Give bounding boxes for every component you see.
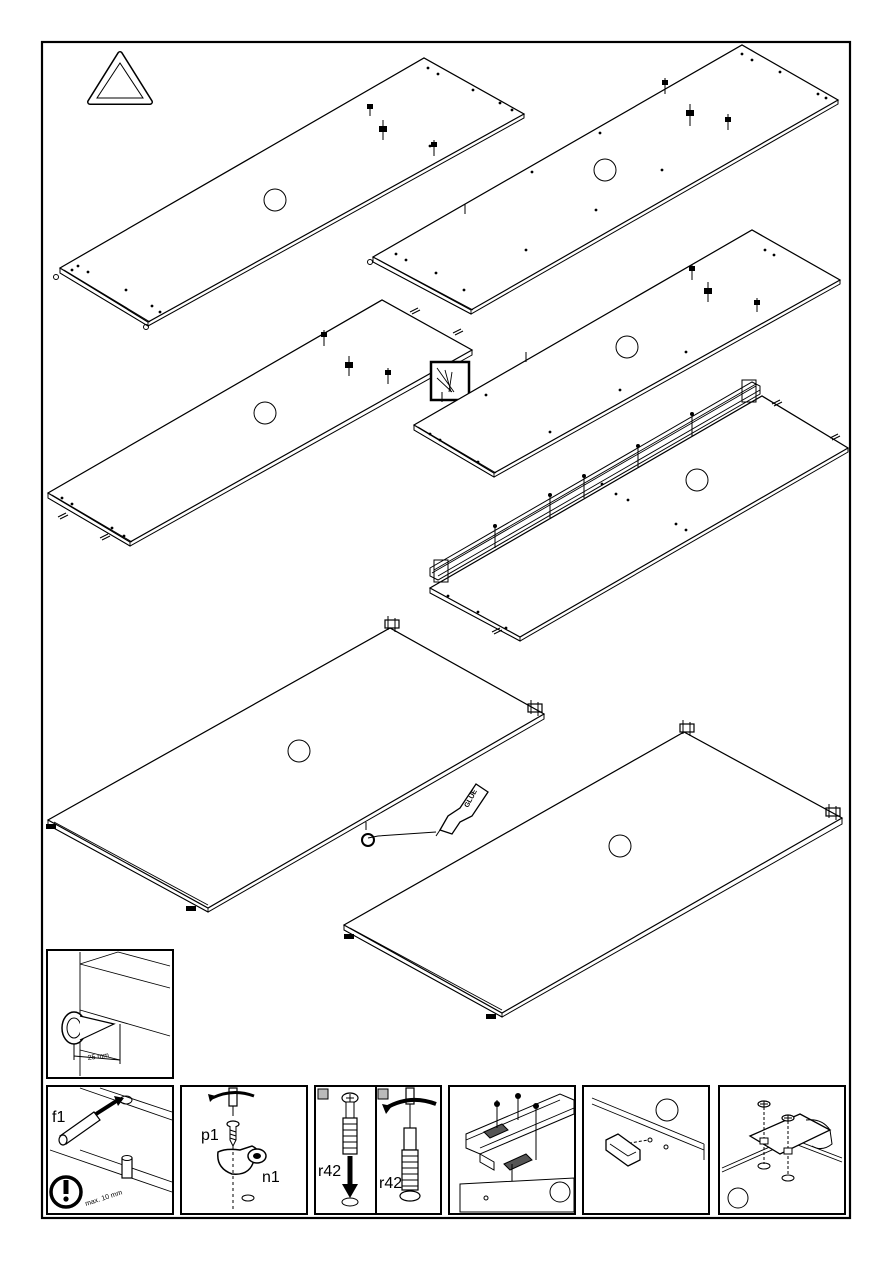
bolt-part-label-repeat: r42	[379, 1175, 402, 1192]
glue-hint-box	[429, 360, 471, 402]
dowel-f1	[58, 1095, 133, 1146]
screw-caps	[344, 934, 496, 1019]
cam-part-label: n1	[262, 1169, 280, 1186]
exclamation-icon	[49, 1175, 83, 1209]
drawer-handle	[605, 1133, 641, 1167]
rotate-arrow-icon	[382, 1097, 437, 1114]
rotate-arrow-icon	[208, 1091, 255, 1102]
panel-large-right	[342, 720, 844, 1019]
step-bolt-insert: r42 r42	[314, 1085, 442, 1215]
screw-part-label: p1	[201, 1127, 219, 1144]
glue-bottle-icon: GLUE	[435, 783, 489, 837]
panel-shelf-with-rails	[428, 379, 850, 642]
part-id-circle	[253, 401, 277, 425]
part-id-circle	[655, 1098, 679, 1122]
fitting-screws	[441, 264, 760, 402]
page-frame	[40, 40, 852, 1220]
panel-shelf-top-left	[53, 57, 526, 330]
part-id-circle	[727, 1187, 749, 1209]
part-id-circle	[608, 834, 632, 858]
wood-dowels	[57, 307, 464, 541]
hinge-plates	[679, 720, 841, 820]
step-dowel-insert: f1 max. 10 mm	[46, 1085, 174, 1215]
bolt-r42	[341, 1092, 359, 1155]
hinge-plates	[384, 616, 543, 716]
screwdriver-icon	[405, 1087, 415, 1128]
bracket-screws	[494, 1093, 539, 1182]
edge-distance-label: 25 mm	[87, 1052, 109, 1062]
warning-triangle-icon	[87, 51, 153, 105]
step-cam-screw: p1 n1	[180, 1085, 308, 1215]
detail-dowel-position: 25 mm	[46, 949, 174, 1079]
panel-shelf-middle-right	[412, 229, 842, 478]
dowel-in-hole	[121, 1155, 133, 1179]
panel-shelf-middle-left	[46, 299, 474, 547]
bolt-r42-installed	[399, 1127, 421, 1202]
fitting-screws	[464, 78, 731, 214]
step-rail-bracket	[448, 1085, 576, 1215]
screwdriver-icon	[228, 1087, 238, 1116]
fitting-screws	[321, 330, 391, 384]
panel-large-left: GLUE	[46, 616, 546, 913]
step-hinge-plate	[718, 1085, 846, 1215]
fitting-screws	[367, 104, 437, 156]
part-id-circle	[685, 468, 709, 492]
part-id-circle	[549, 1181, 571, 1203]
screw-caps	[46, 824, 196, 911]
part-id-circle	[287, 739, 311, 763]
drawer-rail	[429, 379, 761, 583]
bolt-part-label: r42	[318, 1163, 341, 1180]
rail-screws	[493, 412, 694, 548]
step-handle	[582, 1085, 710, 1215]
cam-n1	[217, 1145, 267, 1175]
part-id-circle	[263, 188, 287, 212]
part-id-circle	[593, 158, 617, 182]
dowel-part-label: f1	[52, 1109, 65, 1126]
part-id-circle	[615, 335, 639, 359]
panel-shelf-top-right	[367, 44, 840, 315]
